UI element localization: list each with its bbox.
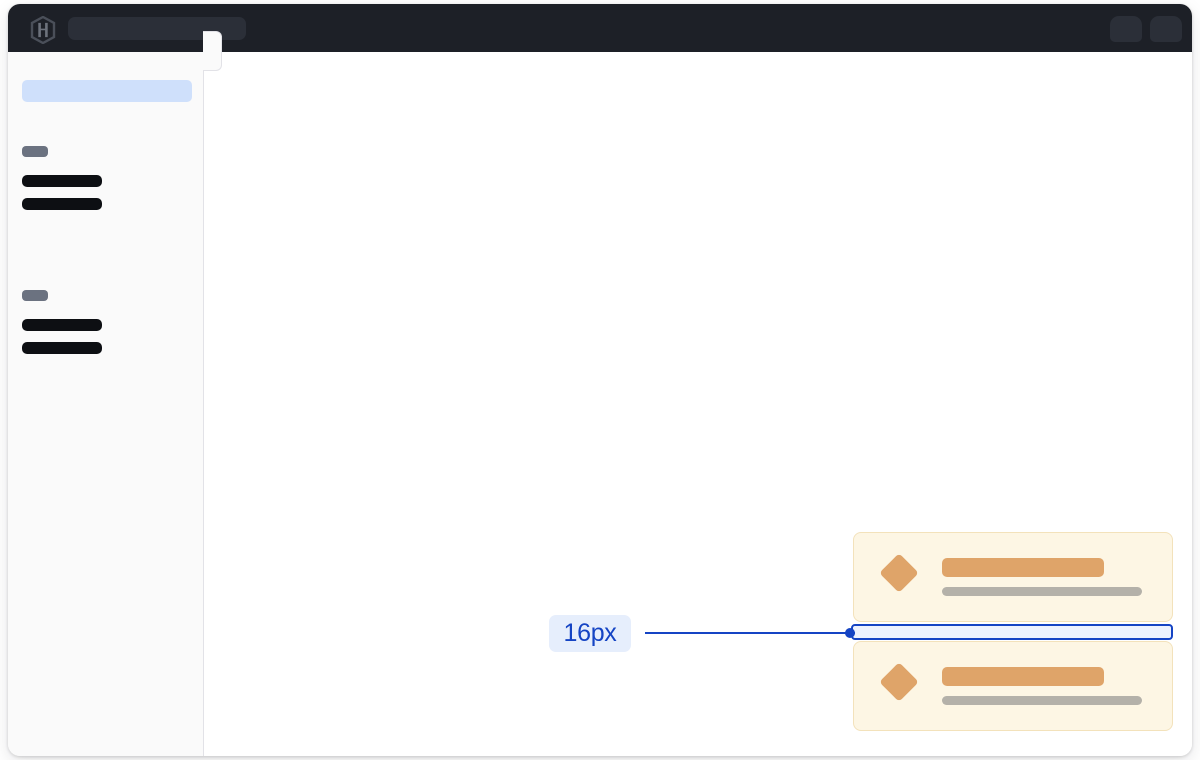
sidebar-item[interactable] xyxy=(22,342,102,354)
card-title xyxy=(942,558,1104,577)
spacing-gap-highlight xyxy=(851,624,1173,640)
sidebar-group-1 xyxy=(22,146,102,210)
diamond-icon xyxy=(879,662,919,702)
sidebar-item-active[interactable] xyxy=(22,80,192,102)
spacing-leader-dot xyxy=(845,628,855,638)
sidebar xyxy=(8,52,204,756)
sidebar-collapse-handle[interactable] xyxy=(203,31,222,71)
hexagon-h-logo-icon[interactable] xyxy=(30,15,56,45)
card-subtitle xyxy=(942,696,1142,705)
sidebar-item[interactable] xyxy=(22,319,102,331)
spacing-leader-line xyxy=(645,632,855,634)
search-input[interactable] xyxy=(68,17,246,40)
sidebar-group-label xyxy=(22,290,48,301)
diamond-icon xyxy=(879,553,919,593)
sidebar-group-2 xyxy=(22,290,102,354)
top-navigation-bar xyxy=(8,4,1192,52)
sidebar-item[interactable] xyxy=(22,198,102,210)
avatar[interactable] xyxy=(1150,16,1182,42)
card-title xyxy=(942,667,1104,686)
app-window: 16px xyxy=(8,4,1192,756)
sidebar-group-label xyxy=(22,146,48,157)
topbar-action-placeholder-1[interactable] xyxy=(1110,16,1142,42)
sidebar-item[interactable] xyxy=(22,175,102,187)
spacing-measurement-label: 16px xyxy=(549,615,631,652)
main-canvas: 16px xyxy=(204,52,1192,756)
card-subtitle xyxy=(942,587,1142,596)
list-item[interactable] xyxy=(853,641,1173,731)
list-item[interactable] xyxy=(853,532,1173,622)
